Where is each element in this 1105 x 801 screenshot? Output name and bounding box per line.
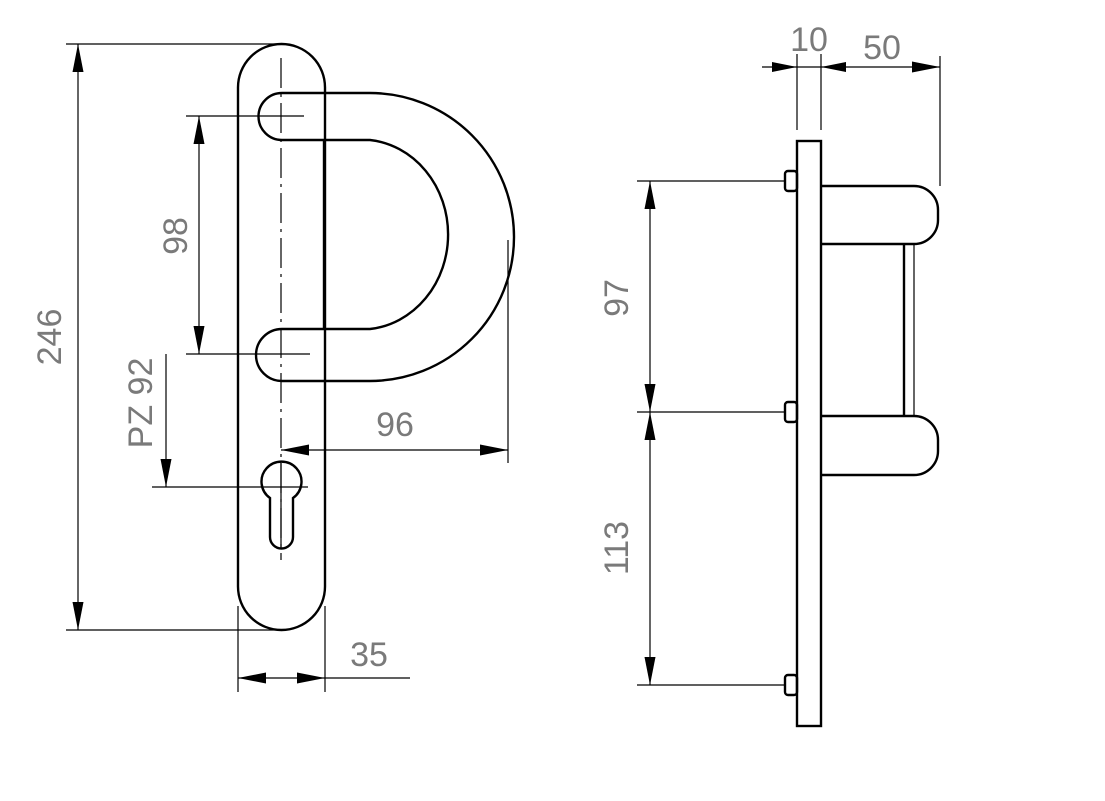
screw-head-top xyxy=(783,169,799,193)
screw-head-middle xyxy=(783,400,799,424)
dim-35-arrow-right xyxy=(297,672,325,684)
dim-246-arrow-bottom xyxy=(72,602,84,630)
dim-98-arrow-bottom xyxy=(193,326,205,354)
dim-pz-arrow-bottom xyxy=(160,459,172,487)
dim-98-arrow-top xyxy=(193,116,205,144)
side-handle-lower-arm xyxy=(821,414,940,477)
side-plate-outline xyxy=(795,139,823,728)
side-view: 10 50 97 113 xyxy=(598,21,941,728)
dim-113-label: 113 xyxy=(598,521,636,575)
back-plate-outline xyxy=(236,42,327,632)
dim-97-arrow-top xyxy=(644,181,656,209)
handle-outer-outline xyxy=(254,91,516,383)
dim-96-arrow-left xyxy=(281,444,309,456)
dim-50-label: 50 xyxy=(863,29,901,67)
screw-head-bottom xyxy=(783,673,799,697)
dim-246-label: 246 xyxy=(31,309,69,366)
dim-50-arrow-right xyxy=(912,61,940,73)
dim-10-arrow-right xyxy=(821,62,846,72)
dim-96-label: 96 xyxy=(376,406,414,444)
dim-113-arrow-bottom xyxy=(644,657,656,685)
side-handle-upper-arm xyxy=(821,184,940,246)
dim-10-label: 10 xyxy=(790,21,828,59)
dim-97-label: 97 xyxy=(598,279,636,317)
keyhole-outline xyxy=(260,460,303,550)
dim-35-arrow-left xyxy=(238,672,266,684)
front-view: 246 98 PZ 92 96 35 xyxy=(31,42,516,692)
dim-96-arrow-right xyxy=(480,444,508,456)
dim-35-label: 35 xyxy=(350,636,388,674)
dim-246-arrow-top xyxy=(72,44,84,72)
dim-98-label: 98 xyxy=(157,217,195,255)
dim-113-arrow-top xyxy=(644,412,656,440)
dim-pz-label: PZ 92 xyxy=(122,358,160,449)
dim-10-arrow-left xyxy=(772,62,797,72)
dim-97-arrow-bottom xyxy=(644,384,656,412)
